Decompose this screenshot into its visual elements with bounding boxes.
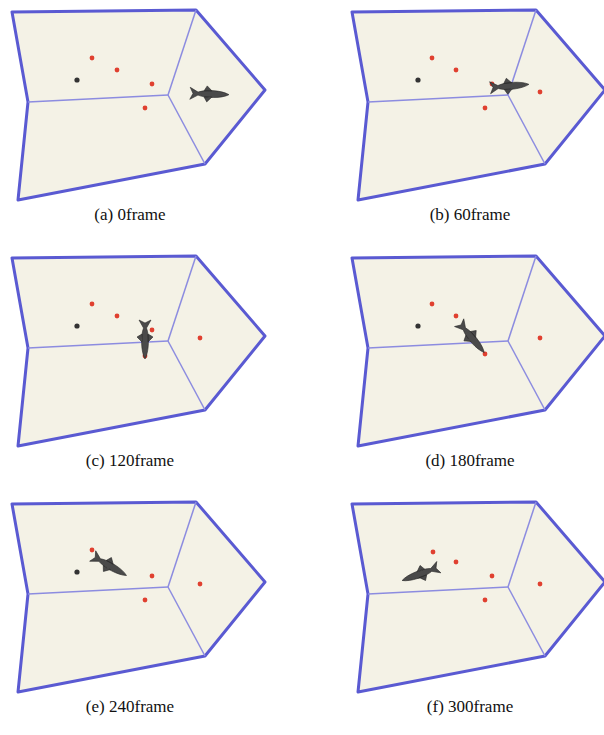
- region-divider: [368, 341, 508, 348]
- target-dot: [115, 68, 120, 73]
- panel: [352, 10, 604, 200]
- target-dot: [430, 302, 435, 307]
- target-dot: [143, 598, 148, 603]
- target-dot: [483, 598, 488, 603]
- target-dot: [454, 314, 459, 319]
- creature: [137, 320, 153, 359]
- target-dot: [150, 574, 155, 579]
- room-outline: [12, 10, 265, 200]
- room-outline: [352, 502, 604, 692]
- panel: [12, 10, 265, 200]
- region-divider: [168, 341, 205, 410]
- target-dot: [430, 56, 435, 61]
- target-dot: [90, 56, 95, 61]
- region-divider: [168, 256, 196, 341]
- panel: [12, 502, 265, 692]
- panel: [12, 256, 265, 446]
- panel-caption: (a) 0frame: [94, 205, 165, 225]
- panel-caption: (b) 60frame: [430, 205, 511, 225]
- creature: [190, 85, 230, 102]
- region-divider: [508, 502, 536, 587]
- region-divider: [368, 95, 508, 102]
- target-dot: [483, 106, 488, 111]
- room-outline: [12, 502, 265, 692]
- panel-caption: (c) 120frame: [86, 451, 174, 471]
- target-dot: [454, 560, 459, 565]
- target-dot: [538, 582, 543, 587]
- panel-caption: (e) 240frame: [86, 697, 174, 717]
- start-dot: [74, 323, 79, 328]
- target-dot: [90, 548, 95, 553]
- panel: [352, 502, 604, 692]
- room-outline: [12, 256, 265, 446]
- room-outline: [352, 10, 604, 200]
- region-divider: [508, 587, 545, 656]
- region-divider: [168, 10, 196, 95]
- target-dot: [431, 550, 436, 555]
- region-divider: [28, 95, 168, 102]
- target-dot: [150, 328, 155, 333]
- region-divider: [508, 95, 545, 164]
- creature: [399, 560, 441, 588]
- target-dot: [538, 90, 543, 95]
- start-dot: [415, 77, 420, 82]
- target-dot: [143, 106, 148, 111]
- target-dot: [198, 336, 203, 341]
- target-dot: [490, 574, 495, 579]
- creature: [453, 318, 490, 358]
- start-dot: [74, 77, 79, 82]
- region-divider: [168, 502, 196, 587]
- start-dot: [74, 569, 79, 574]
- region-divider: [28, 587, 168, 594]
- target-dot: [454, 68, 459, 73]
- target-dot: [198, 582, 203, 587]
- panel: [352, 256, 604, 446]
- region-divider: [508, 341, 545, 410]
- creature: [89, 549, 131, 582]
- region-divider: [168, 95, 205, 164]
- target-dot: [115, 314, 120, 319]
- region-divider: [168, 587, 205, 656]
- panel-caption: (d) 180frame: [425, 451, 514, 471]
- region-divider: [508, 256, 536, 341]
- target-dot: [90, 302, 95, 307]
- creature: [489, 76, 529, 95]
- region-divider: [368, 587, 508, 594]
- target-dot: [538, 336, 543, 341]
- panel-caption: (f) 300frame: [427, 697, 513, 717]
- start-dot: [415, 323, 420, 328]
- room-outline: [352, 256, 604, 446]
- target-dot: [150, 82, 155, 87]
